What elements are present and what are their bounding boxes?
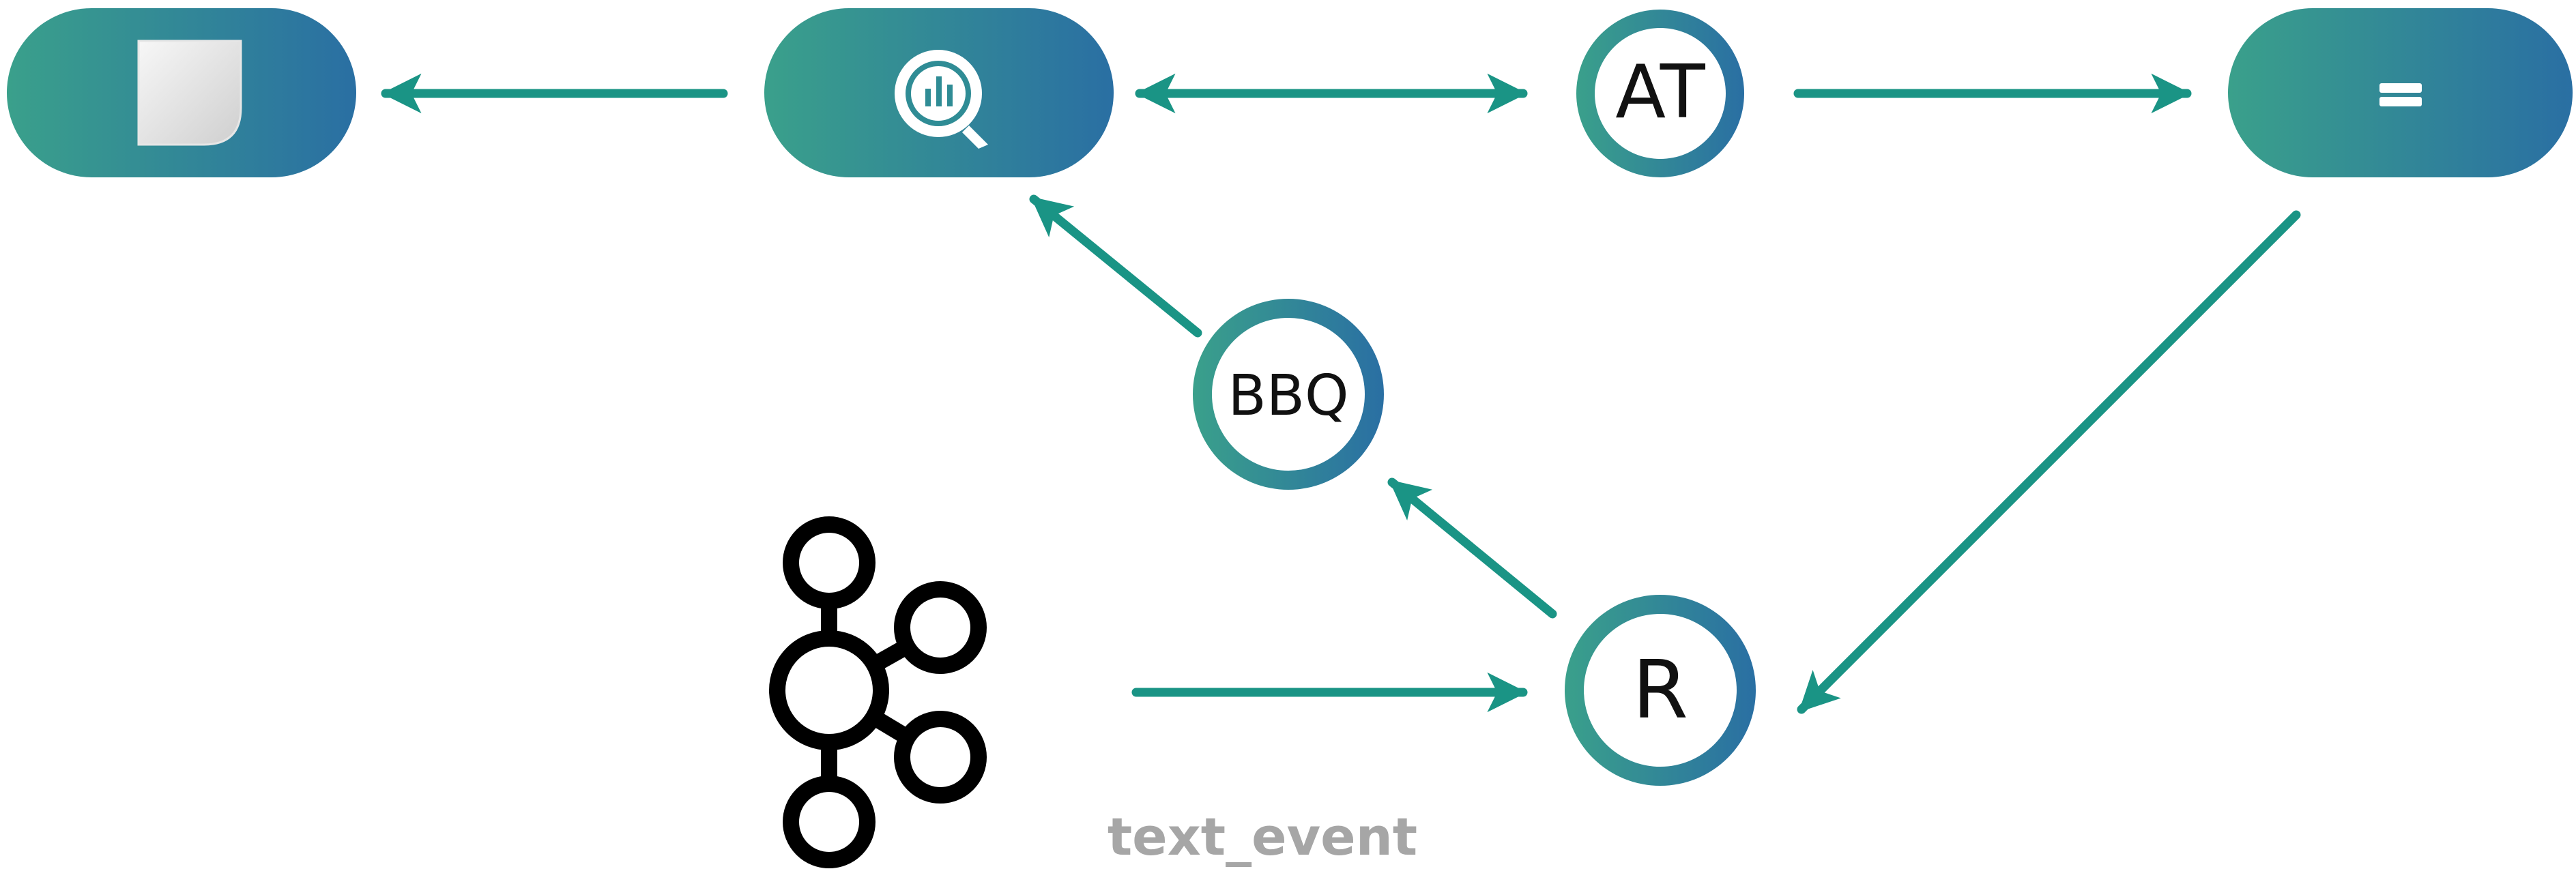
node-r-label: R — [1632, 643, 1688, 737]
bigquery-magnifier-icon — [895, 50, 988, 149]
edge-r-to-bbq — [1387, 477, 1557, 619]
node-r[interactable]: R — [1565, 595, 1756, 786]
edge-label-text-event: text_event — [1108, 806, 1417, 867]
node-at[interactable]: AT — [1576, 10, 1744, 177]
google-sheets-doc-icon — [137, 40, 242, 146]
database-stack-icon — [2379, 83, 2422, 106]
edge-bbq-to-bigquery — [1029, 194, 1202, 338]
node-bbq-label: BBQ — [1228, 364, 1348, 428]
node-bbq[interactable]: BBQ — [1193, 299, 1384, 490]
node-bigquery[interactable] — [764, 8, 1114, 177]
node-store[interactable] — [2228, 8, 2573, 177]
node-kafka[interactable] — [769, 516, 987, 868]
apache-kafka-icon — [769, 516, 987, 868]
edge-store-to-r — [1797, 210, 2301, 714]
edges — [381, 73, 2301, 714]
node-sheets[interactable] — [7, 8, 356, 177]
node-at-label: AT — [1615, 50, 1705, 135]
